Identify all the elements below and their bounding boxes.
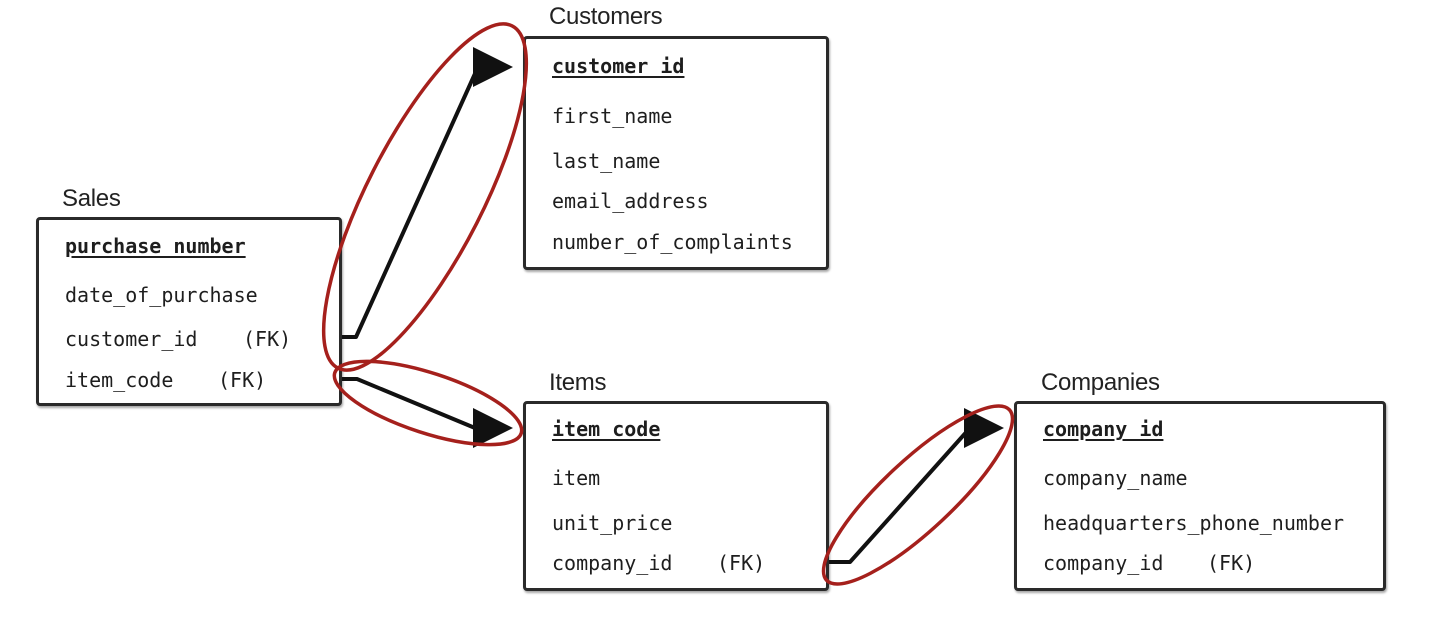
customers-field-last-name: last_name xyxy=(552,149,661,173)
highlight-ellipse-items-relation xyxy=(332,359,524,447)
sales-fk-label-item-code: (FK) xyxy=(218,368,267,392)
arrow-sales-to-items xyxy=(342,377,513,448)
customers-field-email-address: email_address xyxy=(552,189,709,213)
items-field-unit-price: unit_price xyxy=(552,511,673,535)
customers-field-number-of-complaints: number_of_complaints xyxy=(552,230,793,254)
companies-pk-company-id: company_id xyxy=(1043,417,1164,441)
sales-field-customer-id: customer_id xyxy=(65,327,198,351)
sales-fk-label-customer-id: (FK) xyxy=(243,327,292,351)
companies-field-company-name: company_name xyxy=(1043,466,1188,490)
arrow-sales-to-customers xyxy=(342,47,513,339)
companies-table-title: Companies xyxy=(1041,369,1160,396)
items-table-title: Items xyxy=(549,369,607,396)
companies-table: company_id company_name headquarters_pho… xyxy=(1014,401,1386,591)
items-table: item_code item unit_price company_id (FK… xyxy=(523,401,829,591)
customers-field-first-name: first_name xyxy=(552,104,673,128)
sales-field-item-code: item_code xyxy=(65,368,174,392)
arrow-items-to-companies xyxy=(829,408,1004,564)
items-pk-item-code: item_code xyxy=(552,417,661,441)
sales-table-title: Sales xyxy=(62,185,121,212)
sales-table: purchase_number date_of_purchase custome… xyxy=(36,217,342,406)
highlight-ellipse-companies-relation xyxy=(821,404,1015,586)
items-field-company-id: company_id xyxy=(552,551,673,575)
companies-fk-label-company-id: (FK) xyxy=(1207,551,1256,575)
customers-table-title: Customers xyxy=(549,3,663,30)
sales-field-date-of-purchase: date_of_purchase xyxy=(65,283,258,307)
items-field-item: item xyxy=(552,466,601,490)
items-fk-label-company-id: (FK) xyxy=(717,551,766,575)
customers-table: customer_id first_name last_name email_a… xyxy=(523,36,829,270)
companies-field-company-id: company_id xyxy=(1043,551,1164,575)
sales-pk-purchase-number: purchase_number xyxy=(65,234,246,258)
companies-field-headquarters-phone-number: headquarters_phone_number xyxy=(1043,511,1345,535)
customers-pk-customer-id: customer_id xyxy=(552,54,685,78)
